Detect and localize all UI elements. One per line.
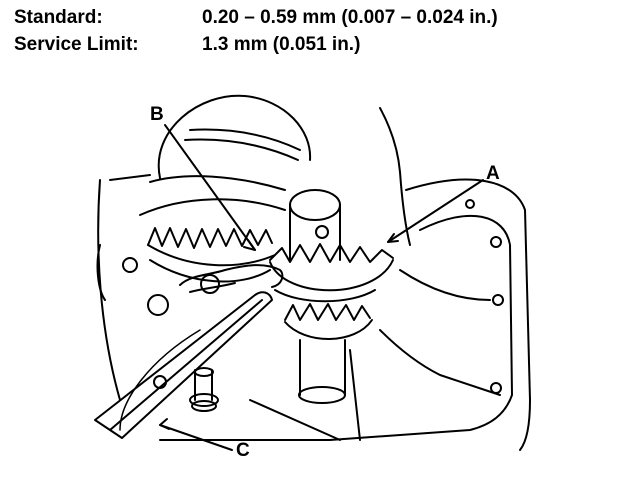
standard-row: Standard: 0.20 – 0.59 mm (0.007 – 0.024 … — [14, 4, 498, 31]
bolt-hole — [465, 199, 475, 209]
drain-fitting — [189, 367, 219, 412]
transmission-case — [96, 107, 531, 451]
specification-block: Standard: 0.20 – 0.59 mm (0.007 – 0.024 … — [14, 4, 498, 58]
bolt-hole — [122, 257, 138, 273]
callout-label-a: A — [486, 163, 500, 184]
service-limit-row: Service Limit: 1.3 mm (0.051 in.) — [14, 31, 498, 58]
leader-line-c — [159, 424, 233, 451]
feeler-gauge-tool — [94, 291, 273, 439]
large-gear — [139, 94, 312, 283]
leader-line-b — [164, 124, 256, 251]
leader-line-a — [387, 179, 484, 243]
spring-clip — [147, 264, 284, 316]
standard-value: 0.20 – 0.59 mm (0.007 – 0.024 in.) — [202, 7, 498, 28]
arrowhead-c — [159, 418, 170, 430]
arrowhead-b — [243, 239, 256, 251]
standard-label: Standard: — [14, 7, 103, 28]
service-limit-label: Service Limit: — [14, 34, 139, 55]
bolt-hole — [490, 382, 502, 394]
callout-label-c: C — [236, 440, 250, 461]
callout-leader-lines — [159, 124, 484, 451]
bolt-hole — [492, 294, 504, 306]
service-limit-value: 1.3 mm (0.051 in.) — [202, 34, 361, 55]
countershaft-gear — [269, 189, 394, 404]
bolt-hole — [490, 236, 502, 248]
arrowhead-a — [387, 233, 399, 243]
callout-label-b: B — [150, 104, 164, 125]
